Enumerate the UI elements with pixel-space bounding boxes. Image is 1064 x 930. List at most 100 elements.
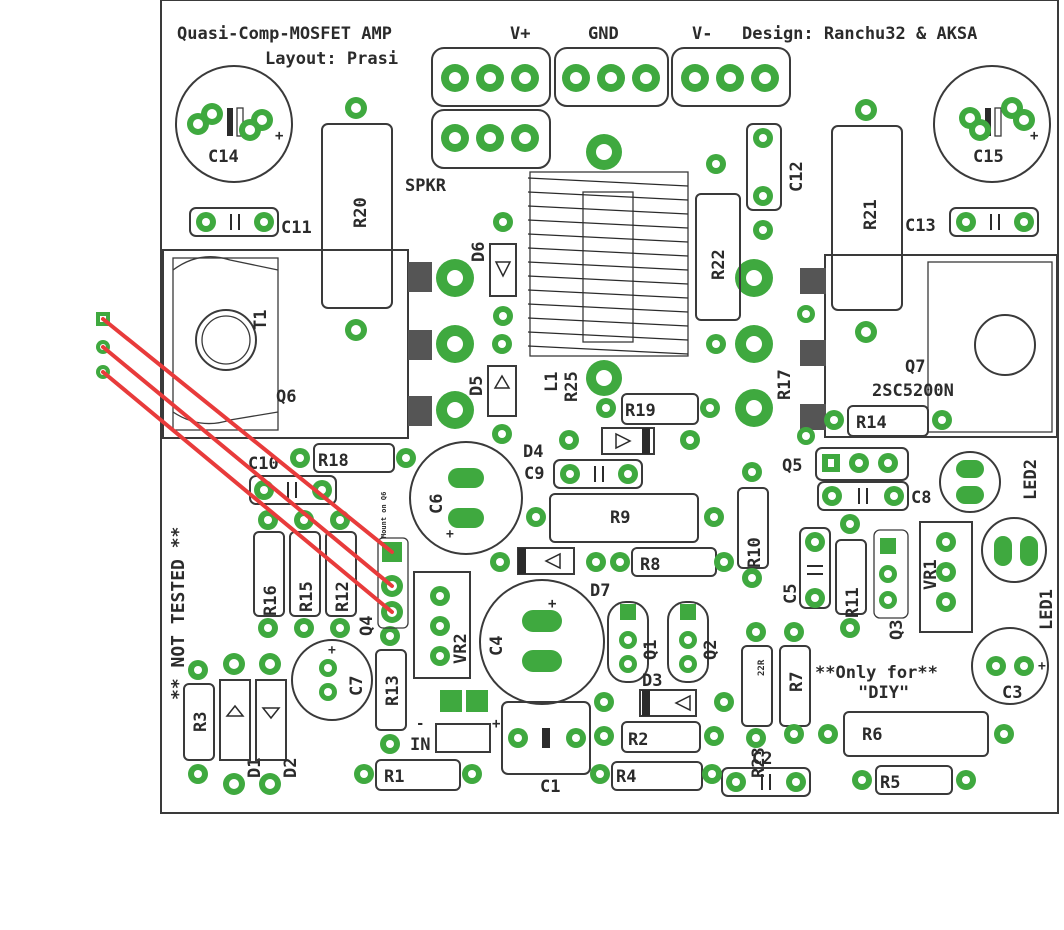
label-l1: L1: [542, 372, 562, 392]
svg-text:+: +: [275, 128, 283, 144]
svg-text:-: -: [416, 716, 424, 732]
label-c11: C11: [281, 218, 312, 238]
trimmer-vr1: VR1: [919, 521, 973, 633]
label-d6: D6: [469, 242, 489, 262]
resistor-r10: R10: [737, 462, 769, 588]
label-r10: R10: [745, 537, 765, 568]
label-r9: R9: [610, 508, 630, 528]
transistor-q5: Q5: [782, 447, 909, 481]
layout-credit: Layout: Prasi: [265, 49, 398, 69]
label-r17: R17: [775, 369, 795, 400]
label-r4: R4: [616, 767, 636, 787]
resistor-r16: R16: [253, 510, 285, 638]
resistor-r13: R13: [375, 626, 407, 754]
label-r12: R12: [333, 581, 353, 612]
capacitor-c2: C2: [721, 749, 811, 797]
resistor-r18: R18: [290, 443, 416, 473]
label-r19: R19: [625, 401, 656, 421]
label-c9: C9: [524, 464, 544, 484]
label-c3: C3: [1002, 683, 1022, 703]
resistor-r22: R22: [695, 154, 741, 354]
capacitor-c7: + C7: [291, 639, 373, 721]
label-r7: R7: [787, 672, 807, 692]
label-d7: D7: [590, 581, 610, 601]
connector-gnd: [554, 47, 669, 107]
resistor-r7: R7: [779, 622, 811, 744]
label-r23: R23: [749, 747, 769, 778]
connector-vminus: [671, 47, 791, 107]
resistor-r1: R1: [354, 759, 482, 791]
wire-q4-pin2: [101, 345, 394, 588]
label-r11: R11: [843, 587, 863, 618]
label-r8: R8: [640, 555, 660, 575]
diode-d2: D2: [255, 653, 301, 795]
label-q2: Q2: [701, 640, 721, 660]
resistor-r11: R11: [835, 514, 867, 638]
label-c7: C7: [347, 676, 367, 696]
resistor-r9: R9: [526, 493, 724, 543]
capacitor-c5: C5: [781, 527, 831, 609]
label-q3: Q3: [887, 620, 907, 640]
label-c10: C10: [248, 454, 279, 474]
label-c15: C15: [973, 147, 1004, 167]
label-d4: D4: [523, 442, 543, 462]
label-d3: D3: [642, 671, 662, 691]
label-r20: R20: [351, 197, 371, 228]
label-c13: C13: [905, 216, 936, 236]
label-spkr: SPKR: [405, 176, 447, 196]
svg-text:+: +: [492, 716, 500, 732]
transistor-q7: Q7 2SC5200N: [735, 254, 1058, 438]
capacitor-c14: + C14: [175, 65, 293, 183]
board-title: Quasi-Comp-MOSFET AMP: [177, 24, 392, 44]
label-vr2: VR2: [451, 633, 471, 664]
svg-text:+: +: [548, 596, 556, 612]
resistor-r3: R3: [183, 660, 215, 784]
diode-d5: D5: [467, 334, 517, 444]
label-r22: R22: [709, 249, 729, 280]
capacitor-c12: C12: [746, 123, 807, 240]
capacitor-c1: C1: [501, 701, 591, 797]
label-vplus: V+: [510, 24, 530, 44]
resistor-r2: R2: [594, 721, 724, 753]
transistor-q1: Q1: [607, 601, 661, 683]
label-c12: C12: [787, 161, 807, 192]
label-q7: Q7: [905, 357, 925, 377]
label-q5: Q5: [782, 456, 802, 476]
label-c2: C2: [752, 749, 772, 769]
svg-text:+: +: [1038, 659, 1046, 674]
label-r16: R16: [261, 585, 281, 616]
trimmer-vr2: VR2: [413, 571, 471, 679]
capacitor-c8: C8: [817, 481, 931, 511]
label-q6: Q6: [276, 387, 296, 407]
resistor-r20: R20: [321, 97, 393, 341]
resistor-r8: R8: [610, 547, 734, 577]
design-credit: Design: Ranchu32 & AKSA: [742, 24, 977, 44]
diy-note-line1: **Only for**: [815, 663, 938, 683]
transistor-q3: Q3: [873, 529, 909, 640]
label-r23-value: 22R: [757, 659, 767, 676]
label-d5: D5: [467, 376, 487, 396]
wire-q4-pin3: [101, 370, 394, 614]
label-q7-part: 2SC5200N: [872, 381, 954, 401]
diode-d7: D7: [490, 547, 610, 601]
label-c1: C1: [540, 777, 560, 797]
label-q4-mount: Mount on Q6: [380, 492, 388, 538]
label-input: IN: [410, 735, 430, 755]
capacitor-c15: + C15: [933, 65, 1051, 183]
resistor-r4: R4: [590, 761, 722, 791]
transistor-q6: Q6 T1: [162, 249, 474, 439]
resistor-r5: R5: [852, 765, 976, 795]
label-r15: R15: [297, 581, 317, 612]
svg-text:+: +: [446, 527, 454, 542]
diode-d4: D4: [523, 427, 700, 462]
label-c4: C4: [487, 636, 507, 656]
diode-d3: D3: [594, 671, 734, 717]
label-r2: R2: [628, 730, 648, 750]
diode-d6: D6: [469, 212, 517, 326]
label-r25: R25: [562, 371, 582, 402]
resistor-r12: R12: [325, 510, 357, 638]
capacitor-c10: C10: [248, 454, 337, 505]
resistor-r14: R14: [824, 405, 952, 437]
label-r5: R5: [880, 773, 900, 793]
